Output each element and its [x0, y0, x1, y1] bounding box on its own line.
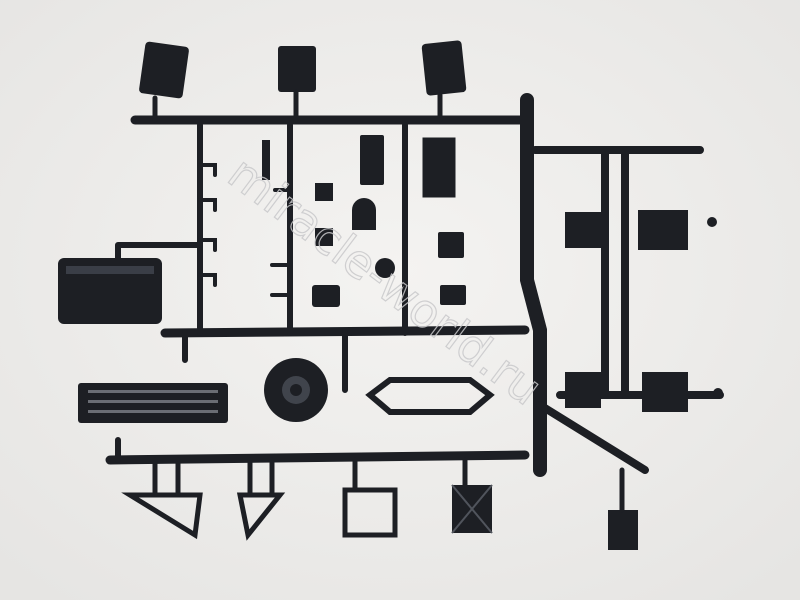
frame-part: [365, 377, 495, 415]
hooks: [198, 163, 292, 297]
toolbox-left: [58, 258, 162, 324]
spare-wheel: [264, 358, 328, 422]
right-blocks: [565, 210, 723, 412]
boxes-top: [139, 40, 467, 123]
grille-plate: [78, 383, 228, 423]
triangles: [121, 457, 286, 541]
bottom-boxes: [342, 457, 638, 550]
small-parts: [262, 135, 466, 307]
